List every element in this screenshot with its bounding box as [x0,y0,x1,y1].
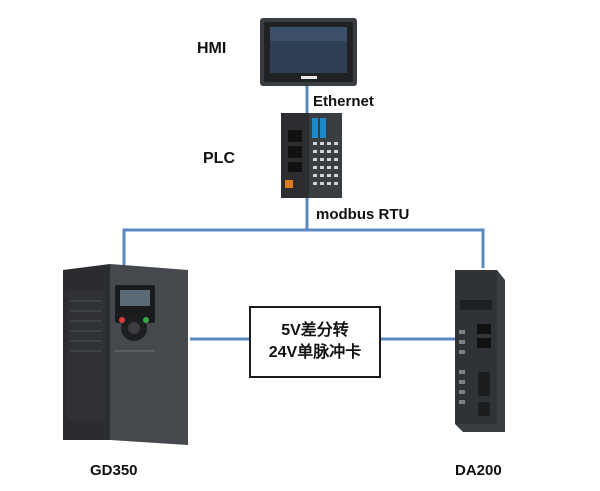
plc-device [281,113,342,198]
converter-line-2: 24V单脉冲卡 [268,344,362,361]
converter-line-1: 5V差分转 [281,322,349,339]
modbus-bus [122,228,485,268]
gd350-label: GD350 [90,462,138,479]
modbus-label: modbus RTU [316,206,410,223]
pulse-converter-box: 5V差分转 24V单脉冲卡 [249,306,381,378]
plc-label: PLC [203,150,235,167]
hmi-device [260,18,357,86]
da200-servo [455,270,505,432]
ethernet-label: Ethernet [313,93,374,110]
connection-lines [122,86,485,341]
da200-label: DA200 [455,462,502,479]
hmi-label: HMI [197,40,227,57]
gd350-drive [63,264,188,445]
